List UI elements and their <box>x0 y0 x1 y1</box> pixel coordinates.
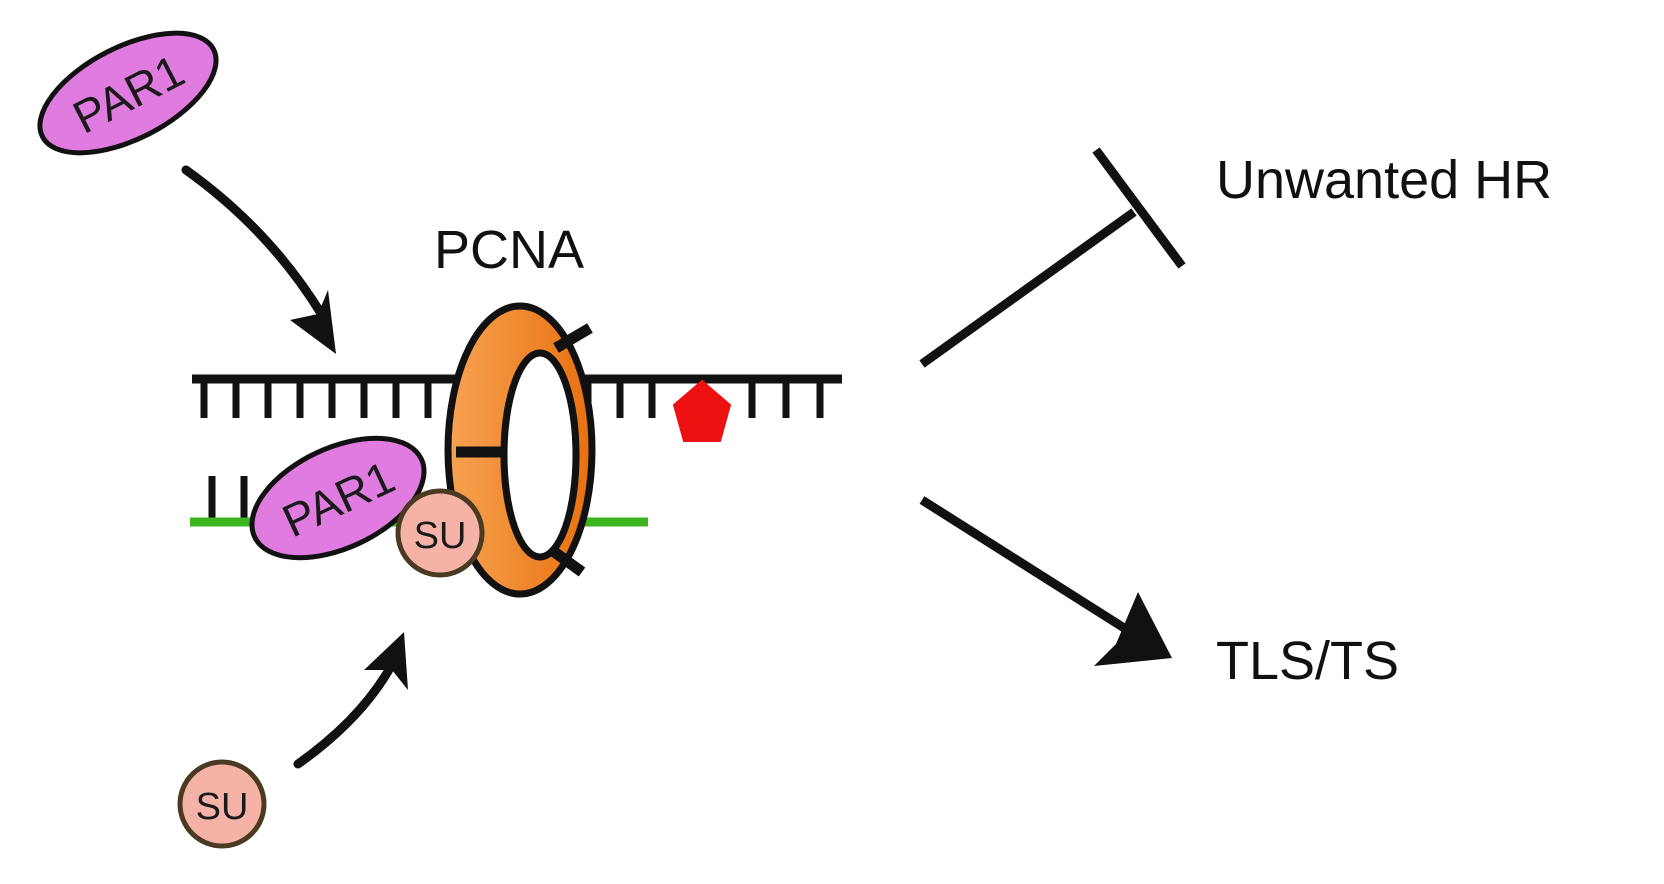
pcna-ring <box>444 302 596 598</box>
su-bound-protein: SU <box>395 488 485 578</box>
par1-recruit-arrowhead <box>290 290 336 354</box>
par1-recruit-arrow <box>181 165 336 354</box>
par1-recruit-arrow-shaft <box>181 165 327 320</box>
tls-ts-arrow <box>919 496 1172 666</box>
su-recruit-arrow-shaft <box>293 663 395 769</box>
su-free-label: SU <box>196 786 249 828</box>
tls-ts-arrowhead <box>1094 592 1172 666</box>
pcna-label: PCNA <box>434 220 584 280</box>
par1-bound-oval <box>249 435 427 561</box>
t-bar-inhibition-icon <box>1092 147 1186 269</box>
su-bound-circle <box>395 488 485 578</box>
red-pentagon-lesion-icon <box>672 379 732 442</box>
su-recruit-arrow <box>293 632 408 769</box>
unwanted-hr-label: Unwanted HR <box>1216 150 1552 210</box>
su-bound-label: SU <box>414 515 467 557</box>
su-recruit-arrowhead <box>364 632 408 690</box>
su-free-circle <box>177 759 267 849</box>
su-free-protein: SU <box>177 759 267 849</box>
par1-bound-protein: PAR1 <box>249 435 427 561</box>
pcna-subunit-boundary-3 <box>549 546 586 577</box>
par1-free-oval <box>37 30 219 156</box>
pcna-subunit-boundary-2 <box>553 323 593 353</box>
tls-ts-label: TLS/TS <box>1216 631 1399 691</box>
hr-inhibition-line <box>919 147 1186 368</box>
par1-free-protein: PAR1 <box>37 30 219 156</box>
